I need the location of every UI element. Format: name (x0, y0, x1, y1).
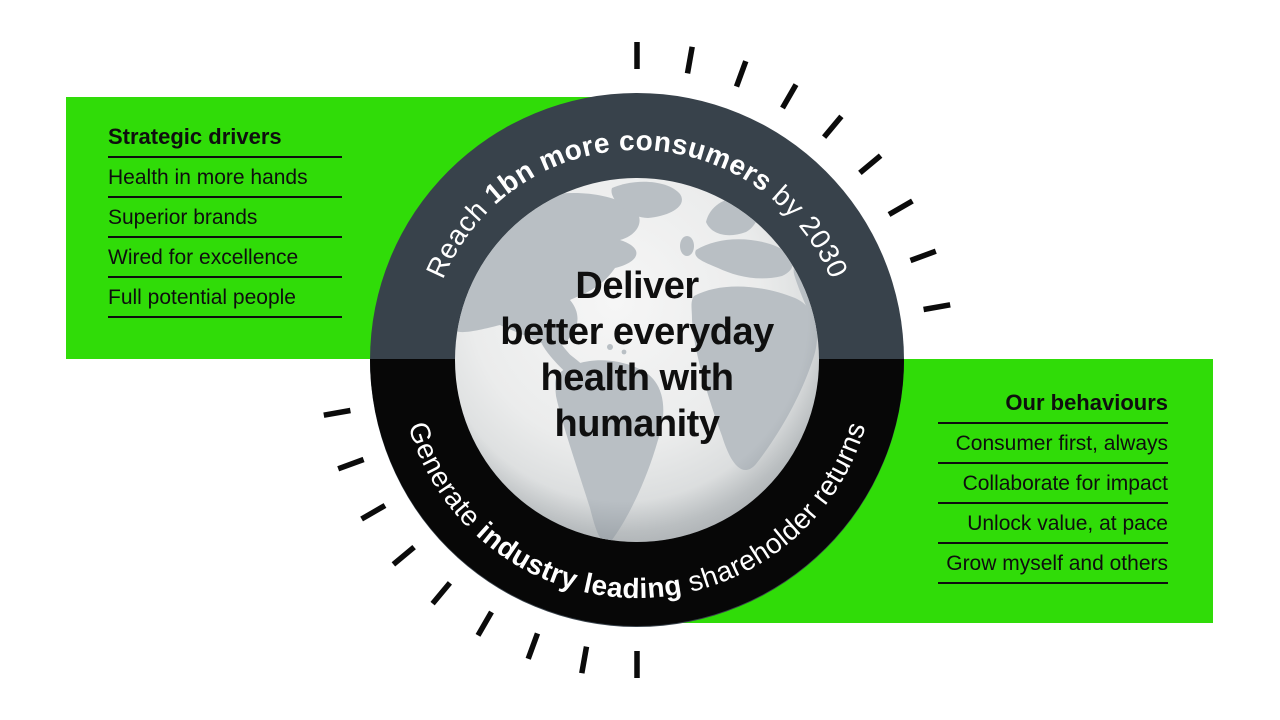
list-item: Consumer first, always (938, 424, 1168, 464)
purpose-line: humanity (554, 403, 720, 445)
list-item: Wired for excellence (108, 238, 342, 278)
list-item: Collaborate for impact (938, 464, 1168, 504)
strategic-drivers-list: Strategic drivers Health in more hands S… (108, 118, 342, 318)
list-item: Full potential people (108, 278, 342, 318)
purpose-line: Deliver (575, 265, 699, 307)
purpose-statement: Deliver better everyday health with huma… (457, 263, 817, 447)
our-behaviours-heading: Our behaviours (938, 384, 1168, 424)
tick-marks (323, 42, 951, 678)
list-item: Unlock value, at pace (938, 504, 1168, 544)
list-item: Health in more hands (108, 158, 342, 198)
list-item: Superior brands (108, 198, 342, 238)
strategic-drivers-heading: Strategic drivers (108, 118, 342, 158)
list-item: Grow myself and others (938, 544, 1168, 584)
purpose-line: better everyday (500, 311, 774, 353)
purpose-line: health with (540, 357, 734, 399)
our-behaviours-list: Our behaviours Consumer first, always Co… (938, 384, 1168, 584)
